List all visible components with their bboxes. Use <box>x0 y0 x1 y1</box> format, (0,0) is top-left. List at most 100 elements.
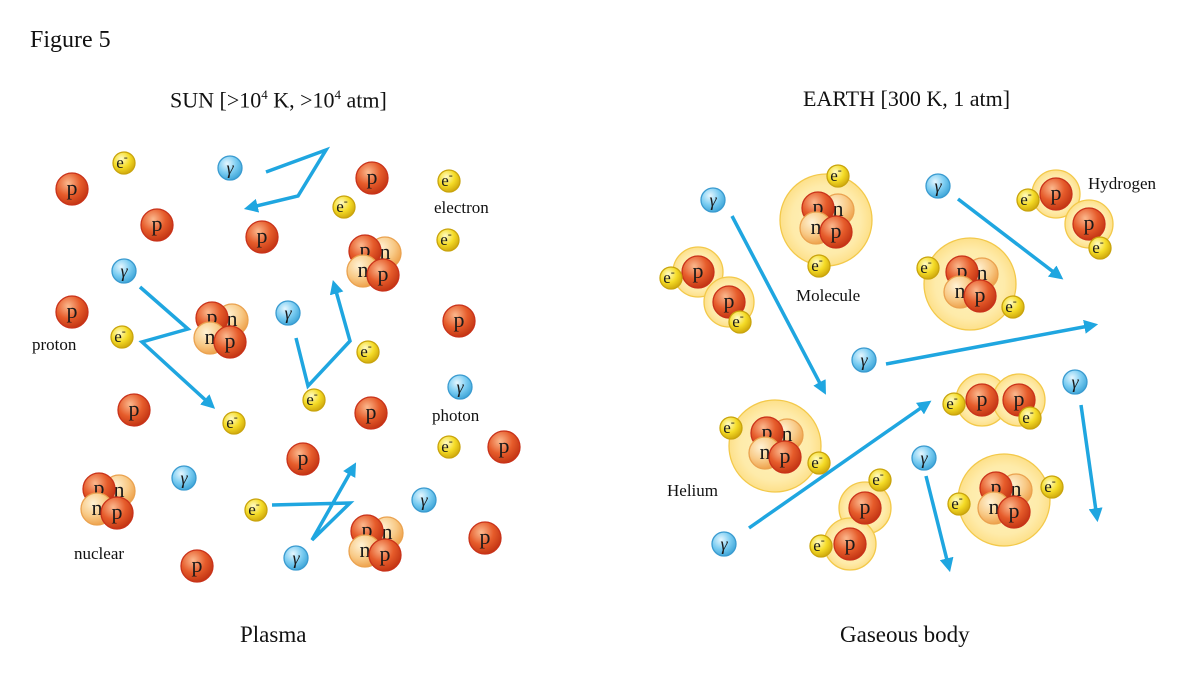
svg-text:n: n <box>760 439 771 464</box>
photon-path-arrow <box>294 279 352 390</box>
electron-particle: e- <box>807 450 831 475</box>
photon-path-arrow <box>924 475 954 573</box>
electron-particle: e- <box>1016 187 1040 212</box>
photon-particle: γ <box>171 465 197 491</box>
sun-title-suffix: atm] <box>341 87 387 113</box>
helium-label: Helium <box>667 481 718 500</box>
svg-text:p: p <box>1051 180 1062 205</box>
svg-text:γ: γ <box>720 534 728 554</box>
svg-text:e-: e- <box>830 163 842 185</box>
electron-label: electron <box>434 198 489 217</box>
svg-text:p: p <box>975 282 986 307</box>
svg-text:p: p <box>225 328 236 353</box>
photon-label: photon <box>432 406 480 425</box>
photon-path-arrow <box>243 146 331 213</box>
svg-text:p: p <box>129 396 140 421</box>
svg-text:p: p <box>1009 498 1020 523</box>
svg-text:n: n <box>380 239 391 264</box>
photon-particle: γ <box>275 300 301 326</box>
svg-text:e-: e- <box>811 450 823 472</box>
svg-text:n: n <box>833 196 844 221</box>
electron-particle: e- <box>1040 474 1064 499</box>
svg-text:e-: e- <box>1092 235 1104 257</box>
svg-text:n: n <box>955 278 966 303</box>
svg-text:e-: e- <box>114 324 126 346</box>
svg-text:p: p <box>762 419 773 444</box>
svg-text:p: p <box>367 164 378 189</box>
svg-text:e-: e- <box>336 194 348 216</box>
sun-title-prefix: SUN [>10 <box>170 87 262 113</box>
svg-text:n: n <box>227 306 238 331</box>
electron-particle: e- <box>719 415 743 440</box>
svg-text:γ: γ <box>456 377 464 397</box>
electron-particle: e- <box>826 163 850 188</box>
electron-particle: e- <box>302 387 326 412</box>
svg-text:n: n <box>360 537 371 562</box>
svg-text:p: p <box>152 211 163 236</box>
electron-particle: e- <box>728 309 752 334</box>
proton-particle: p <box>965 383 999 417</box>
svg-text:e-: e- <box>663 265 675 287</box>
svg-text:n: n <box>382 519 393 544</box>
svg-text:γ: γ <box>120 261 128 281</box>
sun-title-exp1: 4 <box>261 87 268 102</box>
svg-text:e-: e- <box>1005 294 1017 316</box>
proton-particle: p <box>100 496 134 530</box>
svg-text:p: p <box>1084 210 1095 235</box>
proton-particle: p <box>1039 177 1073 211</box>
sun-title-mid: K, >10 <box>267 87 335 113</box>
photon-particle: γ <box>1062 369 1088 395</box>
svg-text:γ: γ <box>292 548 300 568</box>
electron-particle: e- <box>809 533 833 558</box>
svg-text:p: p <box>380 541 391 566</box>
svg-text:γ: γ <box>1071 372 1079 392</box>
proton-particle: p <box>819 215 853 249</box>
electron-particle: e- <box>222 410 246 435</box>
svg-text:e-: e- <box>920 255 932 277</box>
photon-path-arrow <box>730 215 826 395</box>
electron-particle: e- <box>807 253 831 278</box>
svg-text:n: n <box>205 324 216 349</box>
svg-text:e-: e- <box>723 415 735 437</box>
electron-particle: e- <box>1088 235 1112 260</box>
svg-text:p: p <box>94 475 105 500</box>
svg-text:n: n <box>989 494 1000 519</box>
svg-text:e-: e- <box>306 387 318 409</box>
proton-particle: p <box>833 527 867 561</box>
svg-text:e-: e- <box>226 410 238 432</box>
photon-path-arrow <box>956 197 1064 280</box>
svg-text:p: p <box>257 223 268 248</box>
svg-text:p: p <box>831 218 842 243</box>
svg-text:e-: e- <box>732 309 744 331</box>
proton-particle: p <box>117 393 151 427</box>
photon-path-arrow <box>885 319 1099 366</box>
svg-text:p: p <box>112 499 123 524</box>
svg-text:p: p <box>192 552 203 577</box>
svg-text:p: p <box>362 517 373 542</box>
svg-text:e-: e- <box>951 491 963 513</box>
svg-text:p: p <box>1014 386 1025 411</box>
electron-particle: e- <box>942 391 966 416</box>
nuclear-label: nuclear <box>74 544 125 563</box>
svg-text:e-: e- <box>1022 405 1034 427</box>
svg-text:p: p <box>298 445 309 470</box>
electron-particle: e- <box>332 194 356 219</box>
svg-text:p: p <box>957 258 968 283</box>
svg-text:p: p <box>67 298 78 323</box>
electron-particle: e- <box>110 324 134 349</box>
photon-particle: γ <box>217 155 243 181</box>
photon-particle: γ <box>711 531 737 557</box>
svg-text:p: p <box>991 474 1002 499</box>
proton-particle: p <box>366 258 400 292</box>
proton-particle: p <box>681 255 715 289</box>
electron-particle: e- <box>659 265 683 290</box>
svg-text:p: p <box>207 304 218 329</box>
svg-text:e-: e- <box>441 434 453 456</box>
photon-particle: γ <box>447 374 473 400</box>
electron-particle: e- <box>436 227 460 252</box>
svg-text:n: n <box>977 260 988 285</box>
svg-text:p: p <box>780 443 791 468</box>
proton-particle: p <box>55 295 89 329</box>
sun-title-exp2: 4 <box>334 87 342 102</box>
